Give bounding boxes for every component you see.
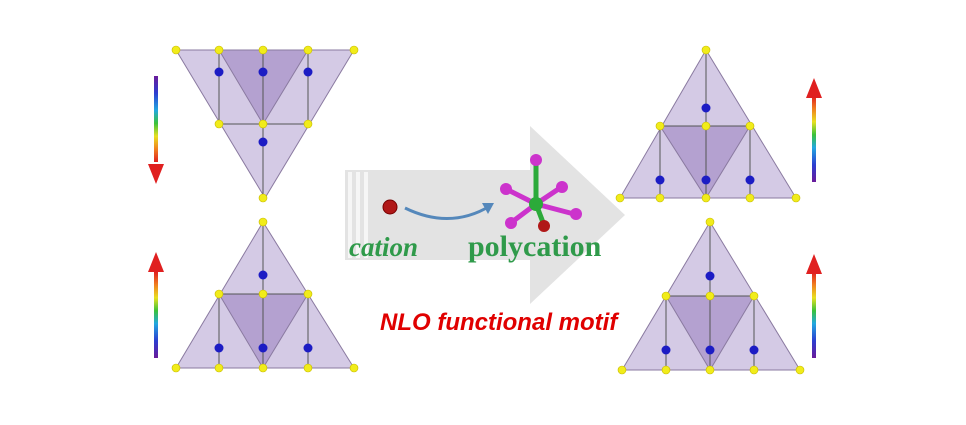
arrow-tail-stripe xyxy=(364,172,368,258)
cation-atom xyxy=(382,199,398,215)
nlo-motif-label: NLO functional motif xyxy=(380,309,619,336)
arrow-tail-stripe xyxy=(356,172,360,258)
arrow-tail-stripe xyxy=(348,172,352,258)
structure-bottom-left xyxy=(171,217,359,373)
structure-bottom-right xyxy=(617,217,805,375)
curved-arrow-icon xyxy=(404,203,494,220)
rainbow-arrow-up-left-icon xyxy=(148,252,164,358)
polycation-molecule-icon xyxy=(500,154,582,232)
rainbow-arrow-down-left-icon xyxy=(148,76,164,184)
cation-label: cation xyxy=(349,232,418,262)
rainbow-arrow-up-right-top-icon xyxy=(806,78,822,182)
big-arrow-body xyxy=(345,126,625,304)
rainbow-arrow-up-right-bottom-icon xyxy=(806,254,822,358)
structure-top-left xyxy=(171,45,359,203)
polycation-label: polycation xyxy=(468,230,602,263)
structure-top-right xyxy=(615,45,801,203)
transform-arrow-icon xyxy=(345,126,625,304)
